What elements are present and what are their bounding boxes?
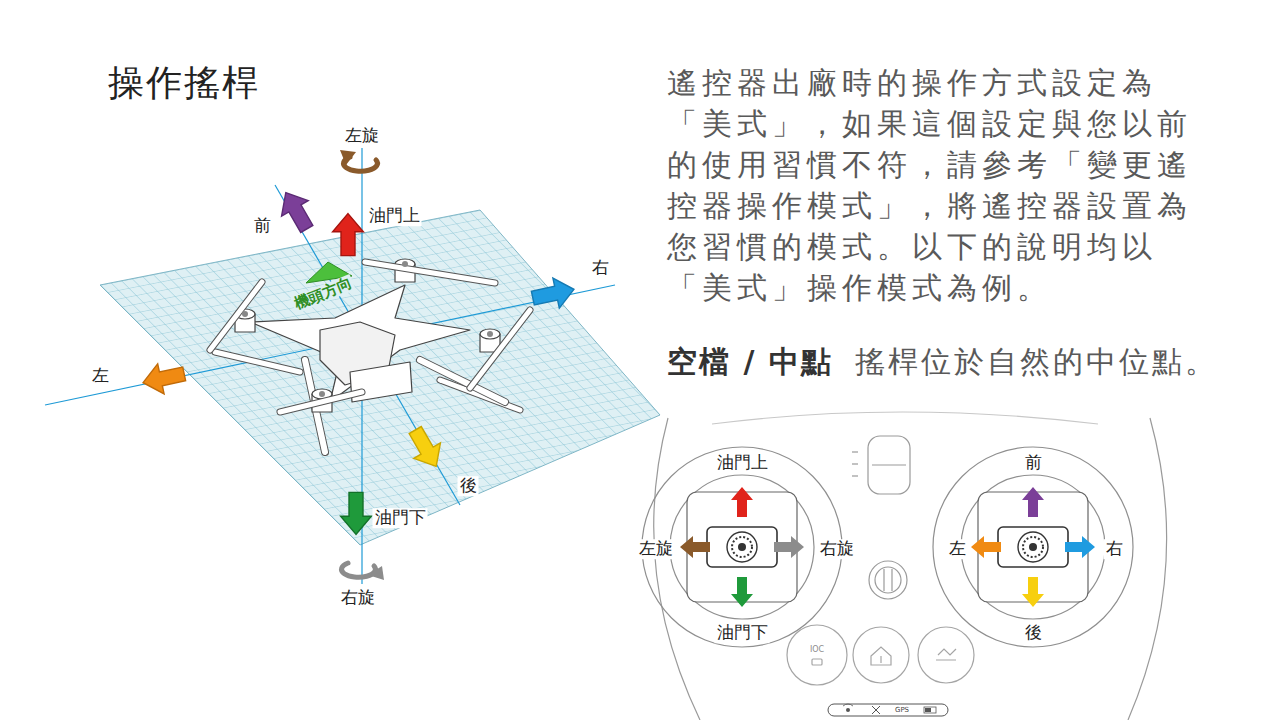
stick-label: 右旋 [818,539,856,559]
axis-label: 右旋 [339,588,377,608]
button-label: IOC [810,645,824,654]
stick-label: 前 [1023,453,1044,473]
body-text: 遙控器出廠時的操作方式設定為「美式」，如果這個設定與您以前的使用習慣不符，請參考… [667,62,1197,308]
stick-label: 後 [1023,623,1044,643]
stick-label: 油門上 [715,453,770,473]
stick-label: 油門下 [715,623,770,643]
axis-label: 左 [90,366,111,386]
axis-label: 左旋 [343,126,381,146]
axis-label: 油門下 [373,508,428,528]
term-heading: 空檔 / 中點 [667,345,833,380]
axis-label: 後 [458,476,479,496]
stick-label: 左 [947,539,968,559]
axis-label: 前 [252,216,273,236]
direction-arrows [140,185,577,534]
term-text: 搖桿位於自然的中位點。 [855,345,1218,380]
stick-label: 右 [1104,539,1125,559]
mode-switch [852,436,910,494]
status-label: GPS [895,706,909,714]
axis-lines [45,148,615,584]
ground-plane [100,210,660,545]
drone-figure [210,259,530,452]
stick-label: 左旋 [637,539,675,559]
controller-buttons [787,625,974,685]
axis-label: 油門上 [367,206,422,226]
axis-label: 右 [590,258,611,278]
page-title: 操作搖桿 [108,62,260,103]
centre-knob [869,561,907,599]
heading-label: 機頭方向 [290,274,356,314]
status-strip [828,704,948,716]
controller-body [654,412,1167,720]
right-stick [933,447,1133,647]
